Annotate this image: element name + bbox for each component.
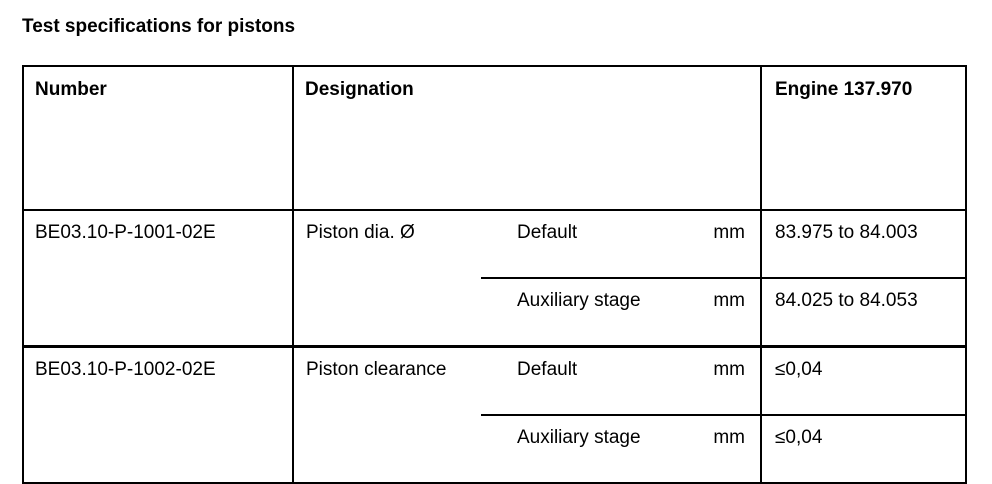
spec-variant: Auxiliary stage xyxy=(481,278,679,348)
spec-variant: Default xyxy=(481,210,679,279)
header-designation: Designation xyxy=(293,66,762,211)
spec-value: ≤0,04 xyxy=(761,346,966,416)
spec-value: ≤0,04 xyxy=(775,427,823,448)
spec-unit: mm xyxy=(679,346,762,416)
header-number: Number xyxy=(23,66,294,211)
table-row: BE03.10-P-1001-02E Piston dia. Ø Default… xyxy=(23,210,966,348)
spec-table: Number Designation Engine 137.970 BE03.1… xyxy=(22,65,967,484)
table-row: BE03.10-P-1002-02E Piston clearance Defa… xyxy=(23,346,966,483)
spec-number: BE03.10-P-1002-02E xyxy=(23,346,294,483)
spec-variant: Auxiliary stage xyxy=(517,427,641,448)
page-title: Test specifications for pistons xyxy=(22,16,296,37)
spec-value: 83.975 to 84.003 xyxy=(761,210,966,279)
spec-unit: mm xyxy=(679,278,762,348)
spec-variant: Default xyxy=(481,346,679,416)
spec-number: BE03.10-P-1001-02E xyxy=(23,210,294,348)
table-row: Auxiliary stage mm 84.025 to 84.053 xyxy=(23,278,966,348)
header-engine: Engine 137.970 xyxy=(761,66,966,211)
spec-value: 84.025 to 84.053 xyxy=(761,278,966,348)
spec-designation: Piston dia. Ø xyxy=(293,210,481,348)
table-header-row: Number Designation Engine 137.970 xyxy=(23,66,966,211)
spec-unit: mm xyxy=(679,210,762,279)
spec-designation: Piston clearance xyxy=(306,359,447,380)
spec-unit: mm xyxy=(679,415,762,483)
